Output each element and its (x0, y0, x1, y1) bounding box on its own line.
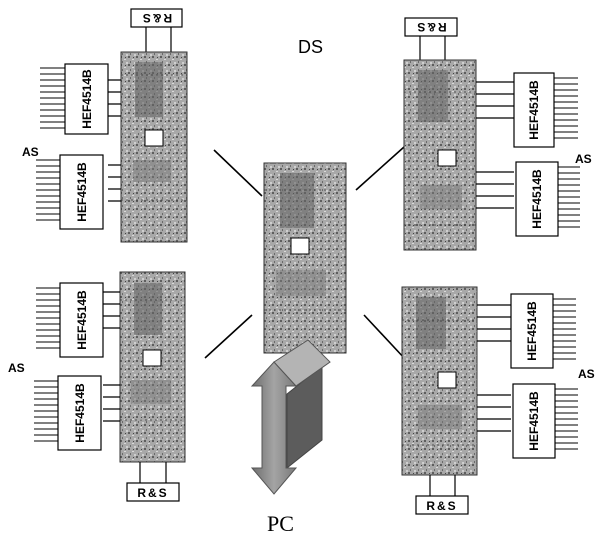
rs-box-bottom-left (126, 482, 180, 502)
chip-bottom-left-1 (59, 282, 104, 358)
chip-bottom-right-2 (512, 383, 556, 459)
chip-top-right-2 (515, 161, 559, 237)
as-label-bottom-right: AS (578, 367, 595, 381)
chip-bottom-right-1 (510, 293, 554, 369)
as-label-top-right: AS (575, 152, 592, 166)
rs-box-bottom-right (415, 495, 469, 515)
chip-label: HEF4514B (527, 80, 541, 140)
rs-label-bottom-left: R&S (137, 486, 168, 500)
chip-label: HEF4514B (527, 391, 541, 451)
chip-label: HEF4514B (73, 383, 87, 443)
rs-box-top-left (130, 8, 183, 28)
board-top-left: R&S HEF4514B HEF4514B (36, 8, 188, 243)
chip-label: HEF4514B (525, 301, 539, 361)
chip-label: HEF4514B (75, 290, 89, 350)
rs-label-top-left: R&S (141, 11, 172, 25)
chip-label: HEF4514B (530, 169, 544, 229)
board-bottom-left: HEF4514B HEF4514B R&S (34, 271, 186, 502)
as-label-bottom-left: AS (8, 361, 25, 375)
bus-connections (204, 146, 407, 361)
ds-label: DS (298, 37, 323, 57)
board-center (263, 162, 347, 354)
chip-top-left-2 (59, 154, 104, 230)
chip-top-left-1 (64, 63, 109, 135)
pc-bidirectional-arrow (250, 339, 331, 495)
board-bottom-right: HEF4514B HEF4514B R&S (401, 286, 578, 515)
chip-bottom-left-2 (57, 375, 102, 451)
pc-label: PC (267, 511, 294, 536)
rs-box-top-right (404, 17, 458, 37)
board-top-right: R&S HEF4514B HEF4514B (403, 17, 580, 251)
as-label-top-left: AS (22, 145, 39, 159)
chip-top-right-1 (513, 72, 555, 148)
rs-label-bottom-right: R&S (426, 499, 457, 513)
rs-label-top-right: R&S (415, 20, 446, 34)
chip-label: HEF4514B (80, 69, 94, 129)
chip-label: HEF4514B (75, 162, 89, 222)
